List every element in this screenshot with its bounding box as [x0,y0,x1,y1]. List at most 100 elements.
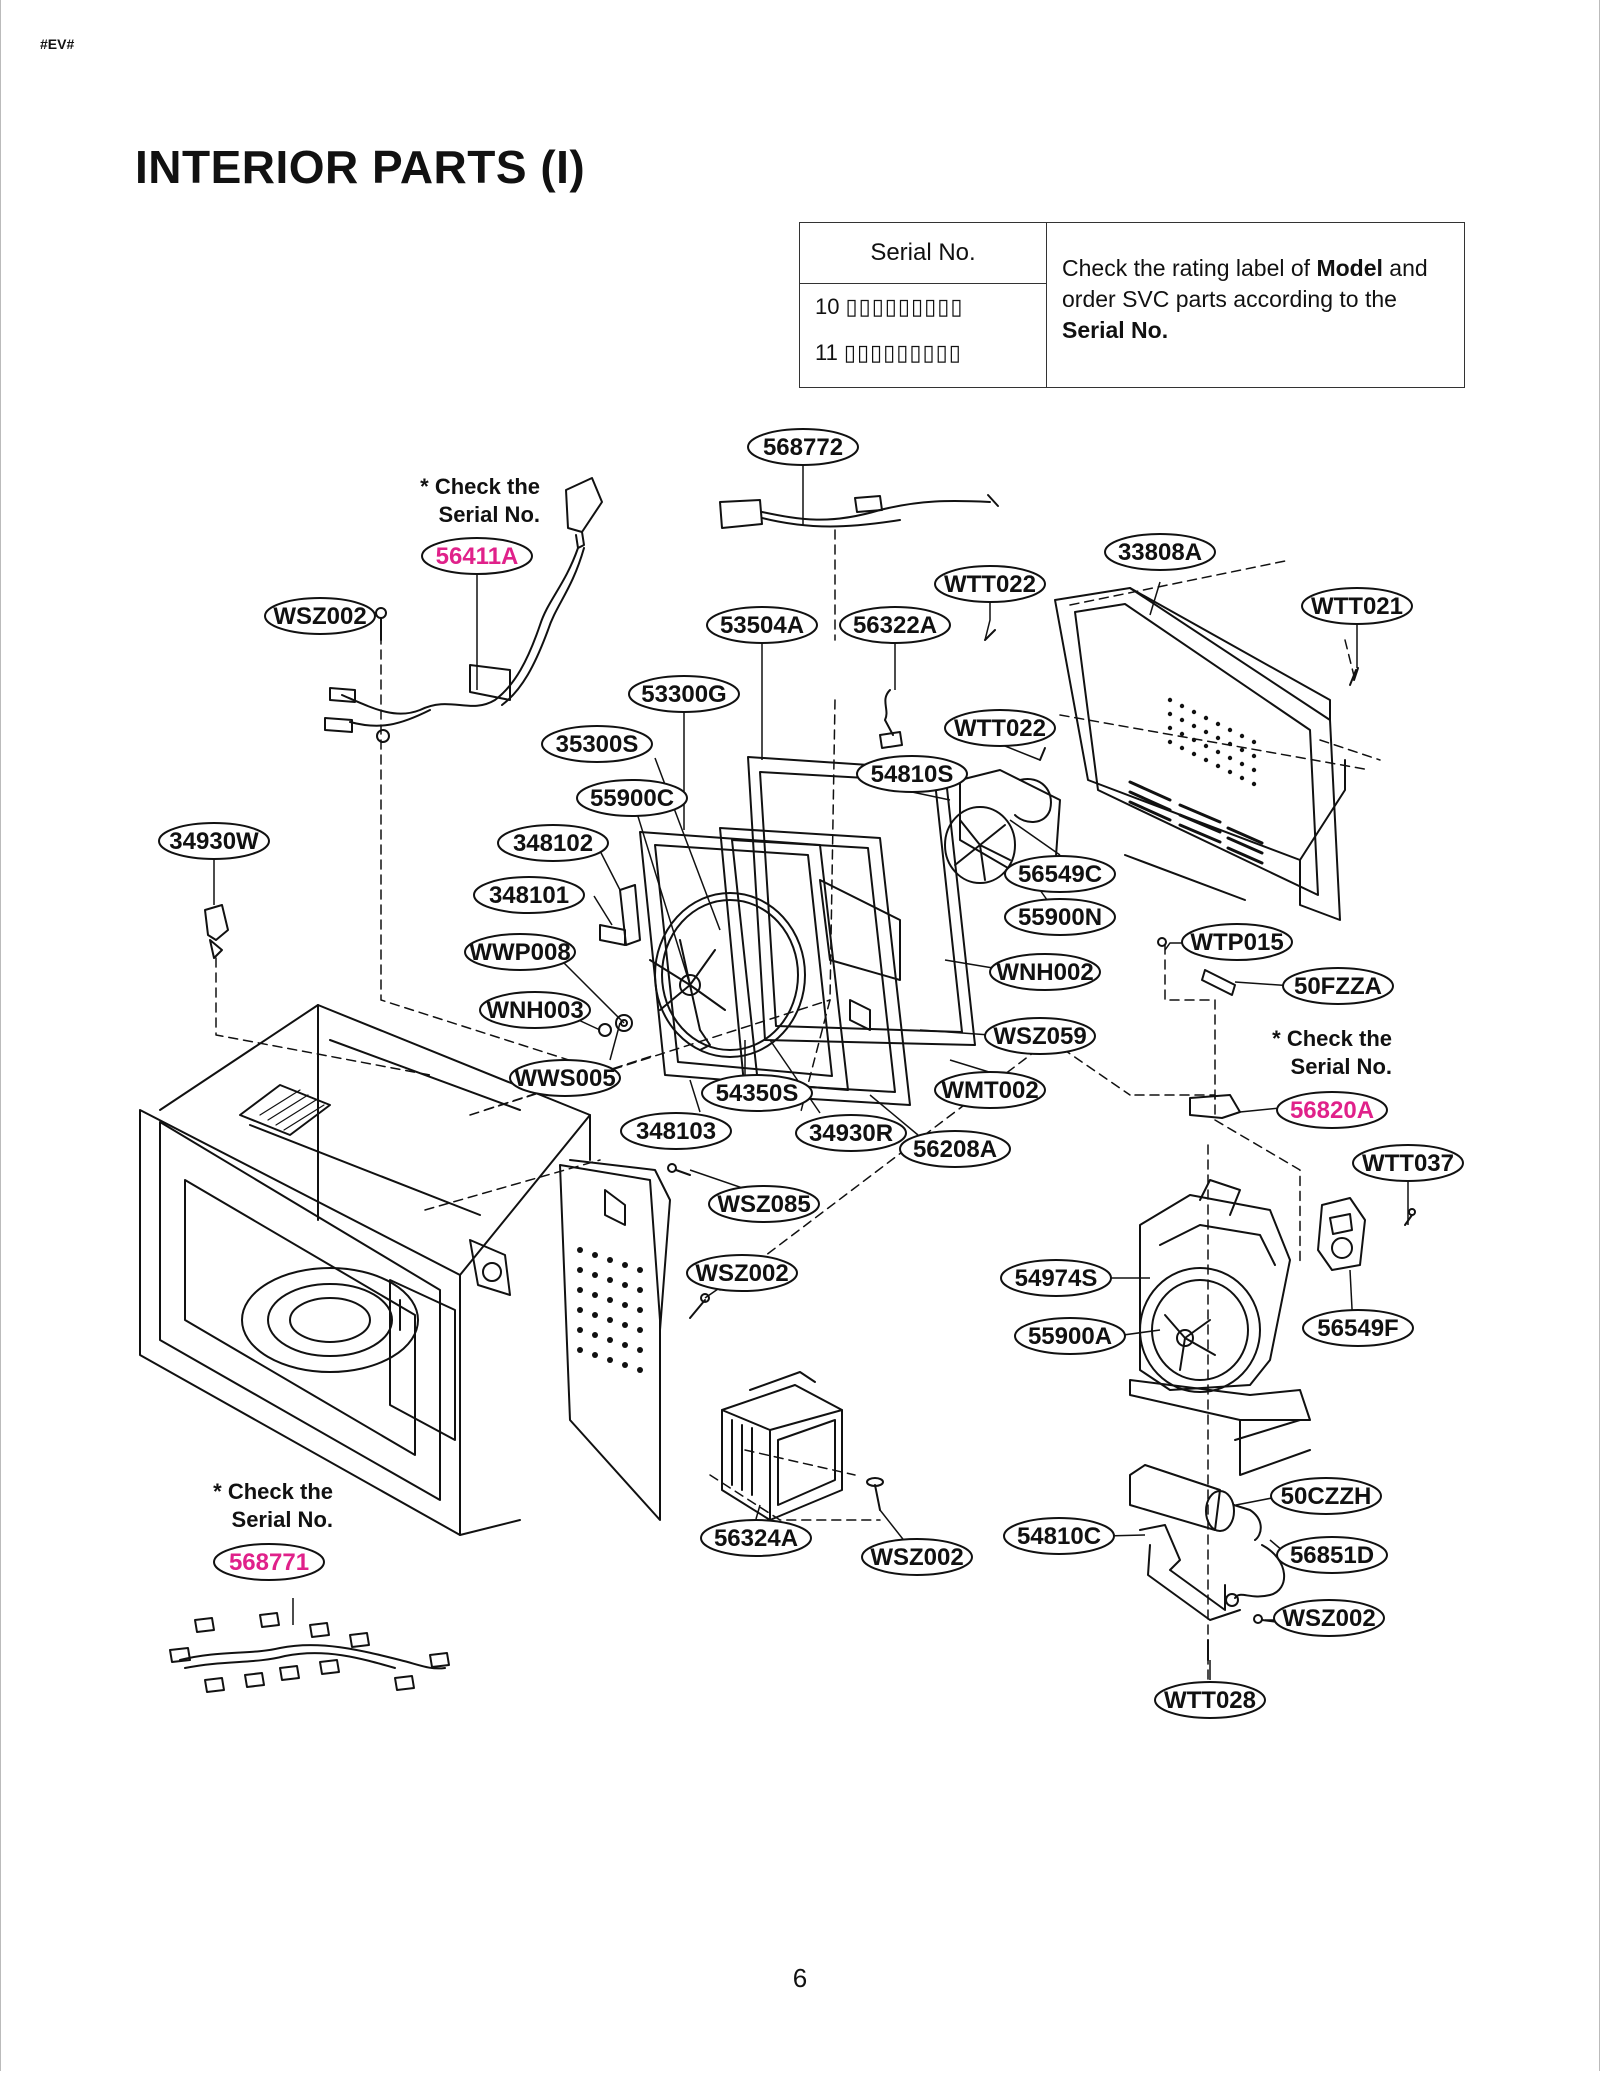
callout-56820a: 56820A [1276,1091,1388,1129]
callout-56411a: 56411A [421,537,533,575]
callout-55900a: 55900A [1014,1317,1126,1355]
note-text: Check the rating label of [1062,255,1317,281]
capacitor-bracket-part [1139,1524,1241,1621]
callout-label: 53504A [720,612,804,639]
callout-oval [264,597,376,635]
callout-33808a: 33808A [1104,533,1216,571]
callout-wsz002: WSZ002 [686,1254,798,1292]
serial-number-column: Serial No. 10 ▯▯▯▯▯▯▯▯▯ 11 ▯▯▯▯▯▯▯▯▯ [800,223,1047,387]
callout-wsz002: WSZ002 [264,597,376,635]
screw-part [1207,1614,1279,1661]
callout-wtt021: WTT021 [1301,587,1413,625]
callout-label: WNH003 [486,997,583,1024]
wire-harness-part [719,494,999,529]
callout-label: 54810S [871,761,954,788]
bracket-part [1189,1094,1241,1119]
callout-50fzza: 50FZZA [1282,967,1394,1005]
callout-label: WWS005 [514,1065,615,1092]
callout-oval [1301,587,1413,625]
serial-table-note: Check the rating label of Model and orde… [1062,253,1452,346]
callout-568772: 568772 [747,428,859,466]
serial-digit-boxes: ▯▯▯▯▯▯▯▯▯ [843,340,962,365]
callout-oval [1000,1259,1112,1297]
callout-oval [1014,1317,1126,1355]
callout-label: WSZ002 [1282,1605,1375,1632]
wire-harness-part [169,1612,450,1693]
screw-part [667,1163,884,1511]
callout-wsz002: WSZ002 [861,1538,973,1576]
serial-digit-boxes: ▯▯▯▯▯▯▯▯▯ [845,294,964,319]
callout-wtt028: WTT028 [1154,1681,1266,1719]
callout-label: 56851D [1290,1542,1374,1569]
callout-oval [158,822,270,860]
callout-label: WTT028 [1164,1687,1256,1714]
callout-label: 568772 [763,434,843,461]
callout-54350s: 54350S [701,1074,813,1112]
callout-oval [899,1130,1011,1168]
callout-oval [934,565,1046,603]
callout-label: WSZ002 [870,1544,963,1571]
callout-wwp008: WWP008 [464,933,576,971]
callout-oval [700,1519,812,1557]
document-code: #EV# [40,36,75,52]
callout-oval [1302,1309,1414,1347]
note-text: and order SVC parts according to the [1062,255,1428,312]
fan-duct-part [1129,1179,1311,1476]
callout-wsz059: WSZ059 [984,1017,1096,1055]
callout-label: 53300G [641,681,726,708]
callout-54810c: 54810C [1003,1517,1115,1555]
callout-label: 54810C [1017,1523,1101,1550]
page-number: 6 [792,1963,808,1993]
air-guide-plate-part [639,756,976,1106]
check-note-line: Serial No. [439,502,540,527]
callout-oval [1004,855,1116,893]
note-bold-model: Model [1316,255,1383,281]
callout-55900n: 55900N [1004,898,1116,936]
callout-oval [620,1112,732,1150]
callout-wmt002: WMT002 [934,1071,1046,1109]
callout-oval [708,1185,820,1223]
callout-oval [706,606,818,644]
fan-motor-part [944,769,1061,884]
screw-part [1157,937,1167,947]
screw-part [1404,1208,1416,1226]
page-title: INTERIOR PARTS (I) [135,141,586,193]
check-serial-notes: * Check the Serial No. * Check the Seria… [213,474,1392,1532]
callout-label: 56549C [1018,861,1102,888]
callout-56322a: 56322A [839,606,951,644]
callout-label: WTT021 [1311,593,1403,620]
callout-34930w: 34930W [158,822,270,860]
callout-348103: 348103 [620,1112,732,1150]
callout-oval [1276,1536,1388,1574]
callout-oval [421,537,533,575]
callout-oval [747,428,859,466]
callout-56324a: 56324A [700,1519,812,1557]
vent-grille [259,1089,325,1131]
callout-oval [1181,923,1293,961]
callout-label: 348103 [636,1118,716,1145]
callout-oval [861,1538,973,1576]
callout-wsz085: WSZ085 [708,1185,820,1223]
perforation-pattern [1167,697,1257,787]
power-cord-part [324,477,603,733]
diode-part [1225,1544,1285,1607]
callout-568771: 568771 [213,1543,325,1581]
callout-label: 50CZZH [1281,1483,1372,1510]
callout-wsz002: WSZ002 [1273,1599,1385,1637]
callout-oval [856,755,968,793]
callout-wtp015: WTP015 [1181,923,1293,961]
callout-label: 35300S [556,731,639,758]
callout-label: 348101 [489,882,569,909]
check-note-line: * Check the [1272,1026,1392,1051]
callout-oval [686,1254,798,1292]
callout-oval [795,1114,907,1152]
callout-label: WTP015 [1190,929,1283,956]
callout-oval [479,991,591,1029]
callout-35300s: 35300S [541,725,653,763]
callout-oval [984,1017,1096,1055]
serial-row: 10 ▯▯▯▯▯▯▯▯▯ [800,284,1046,330]
callout-56851d: 56851D [1276,1536,1388,1574]
callout-wtt022: WTT022 [934,565,1046,603]
